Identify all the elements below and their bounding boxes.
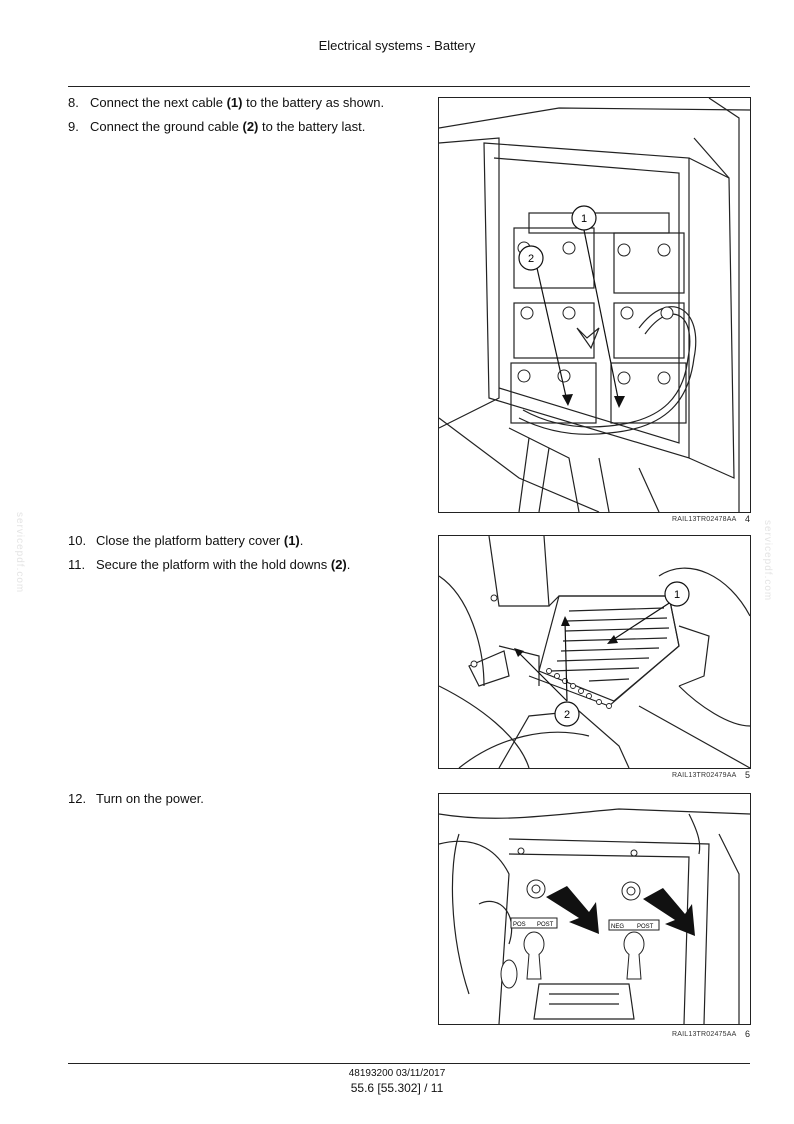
arrow-head-icon (607, 635, 618, 644)
callout-label: 2 (564, 709, 570, 721)
step-text: Close the platform battery cover (96, 533, 284, 548)
header-rule (68, 86, 750, 87)
platform-illustration: 1 2 (439, 536, 750, 768)
figure-5-number: 5 (745, 770, 751, 780)
arrow-head-icon (562, 394, 573, 406)
watermark-right: servicepdf.com (762, 520, 773, 602)
page-header-title: Electrical systems - Battery (318, 38, 476, 53)
arrow-head-icon (561, 616, 570, 626)
figure-5-platform: 1 2 (438, 535, 751, 769)
figure-5-code: RAIL13TR02479AA (672, 772, 737, 779)
step-12: 12. Turn on the power. (68, 791, 204, 807)
step-number: 9. (68, 119, 79, 134)
step-text: Secure the platform with the hold downs (96, 557, 331, 572)
figure-6-code: RAIL13TR02475AA (672, 1031, 737, 1038)
pos-label: POS (513, 922, 526, 928)
step-text-end: . (346, 557, 351, 572)
step-number: 8. (68, 95, 79, 110)
arrow-icon (643, 888, 695, 936)
callout-label: 2 (528, 253, 534, 265)
callout-1: 1 (664, 581, 690, 607)
neg-label: NEG (611, 924, 624, 930)
step-callout-ref: (1) (226, 95, 243, 110)
step-number: 12. (68, 791, 87, 806)
step-text-end: to the battery last. (258, 119, 366, 134)
footer-page-number: 55.6 [55.302] / 11 (350, 1081, 444, 1095)
arrow-icon (546, 886, 599, 934)
step-text: Turn on the power. (96, 791, 204, 806)
power-switch-illustration: POS POST NEG POST (439, 808, 750, 1024)
figure-6-power-switches: POS POST NEG POST (438, 793, 751, 1025)
step-number: 11. (68, 557, 86, 572)
battery-compartment-illustration: 1 2 (439, 98, 750, 512)
step-text-end: to the battery as shown. (242, 95, 385, 110)
footer-rule (68, 1063, 750, 1064)
callout-2: 2 (554, 701, 580, 727)
callout-label: 1 (674, 589, 680, 601)
watermark-left: servicepdf.com (14, 512, 25, 594)
step-callout-ref: (2) (242, 119, 259, 134)
callout-2: 2 (518, 245, 544, 271)
step-text-end: . (299, 533, 304, 548)
step-9: 9. Connect the ground cable (2) to the ba… (68, 119, 365, 135)
step-callout-ref: (2) (330, 557, 347, 572)
arrow-head-icon (514, 648, 524, 657)
callout-1: 1 (571, 205, 597, 231)
figure-4-number: 4 (745, 514, 751, 524)
step-number: 10. (68, 533, 87, 548)
step-8: 8. Connect the next cable (1) to the batt… (68, 95, 384, 111)
figure-6-number: 6 (745, 1029, 751, 1039)
step-callout-ref: (1) (283, 533, 300, 548)
pos-post-label: POST (537, 922, 554, 928)
footer-doc-code: 48193200 03/11/2017 (348, 1068, 446, 1079)
step-11: 11. Secure the platform with the hold dow… (68, 557, 350, 573)
step-text: Connect the ground cable (90, 119, 243, 134)
arrow-head-icon (614, 396, 625, 408)
step-10: 10. Close the platform battery cover (1). (68, 533, 303, 549)
step-text: Connect the next cable (90, 95, 227, 110)
callout-label: 1 (581, 213, 587, 225)
figure-4-code: RAIL13TR02478AA (672, 516, 737, 523)
figure-4-battery-compartment: 1 2 (438, 97, 751, 513)
neg-post-label: POST (637, 924, 654, 930)
